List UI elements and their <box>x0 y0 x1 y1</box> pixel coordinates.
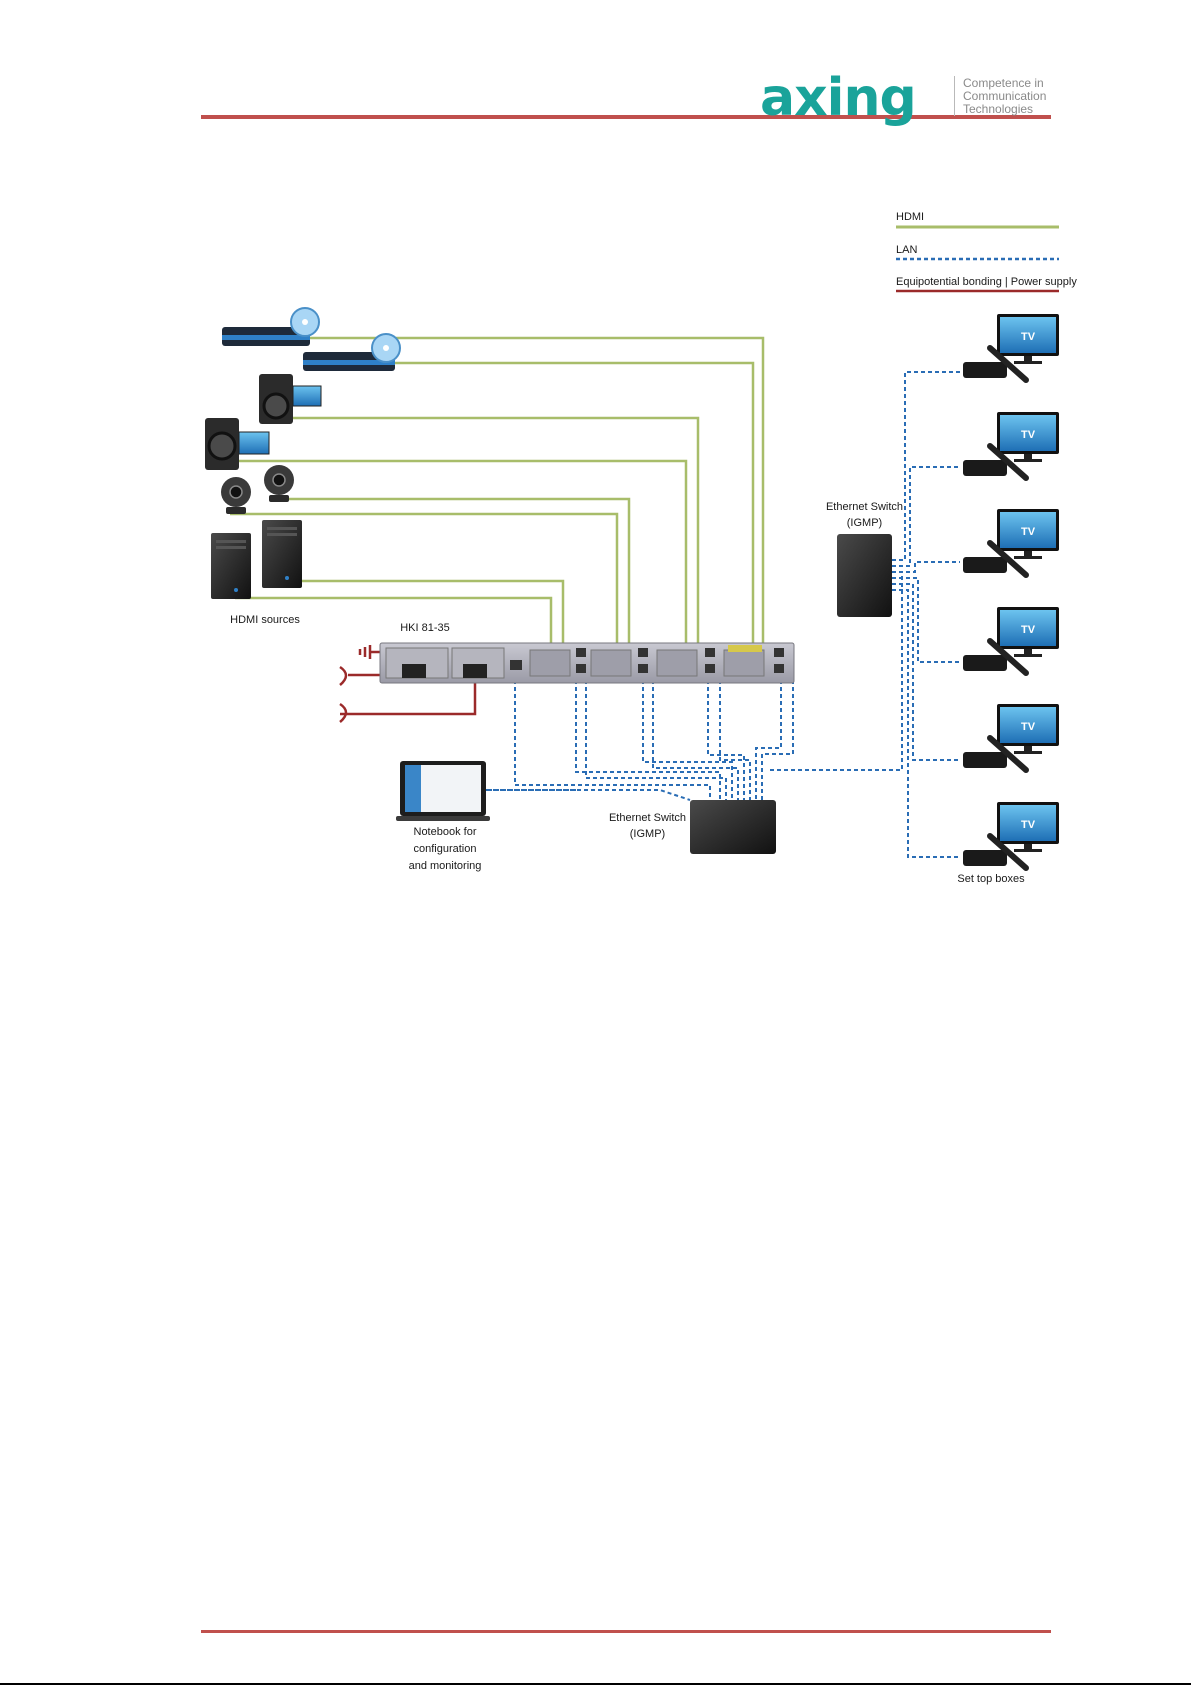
hdmi-cables <box>230 338 763 652</box>
switch-bottom-label-line-2: (IGMP) <box>605 826 690 842</box>
ethernet-switch-right-icon <box>837 534 892 617</box>
switch-right-label-line-1: Ethernet Switch <box>822 499 907 515</box>
notebook-label-line-1: Notebook for <box>390 824 500 841</box>
tv-unit-3: TV <box>963 509 1059 575</box>
hdmi-cable-1 <box>300 338 763 652</box>
tv-text: TV <box>1021 331 1036 343</box>
hdmi-cable-7 <box>300 581 563 652</box>
power-line-2 <box>340 680 475 714</box>
tv-set-top-box-group: TV TV TV TV TV TV <box>963 314 1059 868</box>
tv-text: TV <box>1021 526 1036 538</box>
tv-text: TV <box>1021 429 1036 441</box>
tv-icon: TV <box>997 802 1059 852</box>
tv-text: TV <box>1021 624 1036 636</box>
bluray-player-2-icon <box>303 334 400 371</box>
pc-tower-2-icon <box>262 520 302 588</box>
device-label: HKI 81-35 <box>395 622 455 634</box>
notebook-icon <box>396 761 490 821</box>
footer-rule <box>201 1630 1051 1633</box>
tv-unit-4: TV <box>963 607 1059 673</box>
tv-unit-5: TV <box>963 704 1059 770</box>
notebook-label-line-2: configuration <box>390 841 500 858</box>
tv-icon: TV <box>997 704 1059 754</box>
switch-right-label-line-2: (IGMP) <box>822 515 907 531</box>
tv-icon: TV <box>997 607 1059 657</box>
switch-bottom-label: Ethernet Switch (IGMP) <box>605 810 690 842</box>
bluray-player-1-icon <box>222 308 319 346</box>
tv-icon: TV <box>997 412 1059 462</box>
hdmi-sources-label: HDMI sources <box>215 614 315 626</box>
pc-tower-1-icon <box>211 533 251 599</box>
switch-bottom-label-line-1: Ethernet Switch <box>605 810 690 826</box>
webcam-1-icon <box>221 477 251 514</box>
hki-rack-device <box>380 643 794 683</box>
notebook-label: Notebook for configuration and monitorin… <box>390 824 500 875</box>
hdmi-cable-3 <box>285 418 698 652</box>
tv-unit-2: TV <box>963 412 1059 478</box>
legend-lan-label: LAN <box>896 244 917 256</box>
tv-icon: TV <box>997 314 1059 364</box>
set-top-boxes-label: Set top boxes <box>946 873 1036 885</box>
legend-hdmi-label: HDMI <box>896 211 924 223</box>
camcorder-1-icon <box>259 374 321 424</box>
webcam-2-icon <box>264 465 294 502</box>
tv-unit-1: TV <box>963 314 1059 380</box>
tv-icon: TV <box>997 509 1059 559</box>
tv-text: TV <box>1021 721 1036 733</box>
legend-power-label: Equipotential bonding | Power supply <box>896 276 1077 288</box>
tv-unit-6: TV <box>963 802 1059 868</box>
notebook-label-line-3: and monitoring <box>390 858 500 875</box>
ethernet-switch-bottom-icon <box>690 800 776 854</box>
tv-text: TV <box>1021 819 1036 831</box>
switch-right-label: Ethernet Switch (IGMP) <box>822 499 907 531</box>
